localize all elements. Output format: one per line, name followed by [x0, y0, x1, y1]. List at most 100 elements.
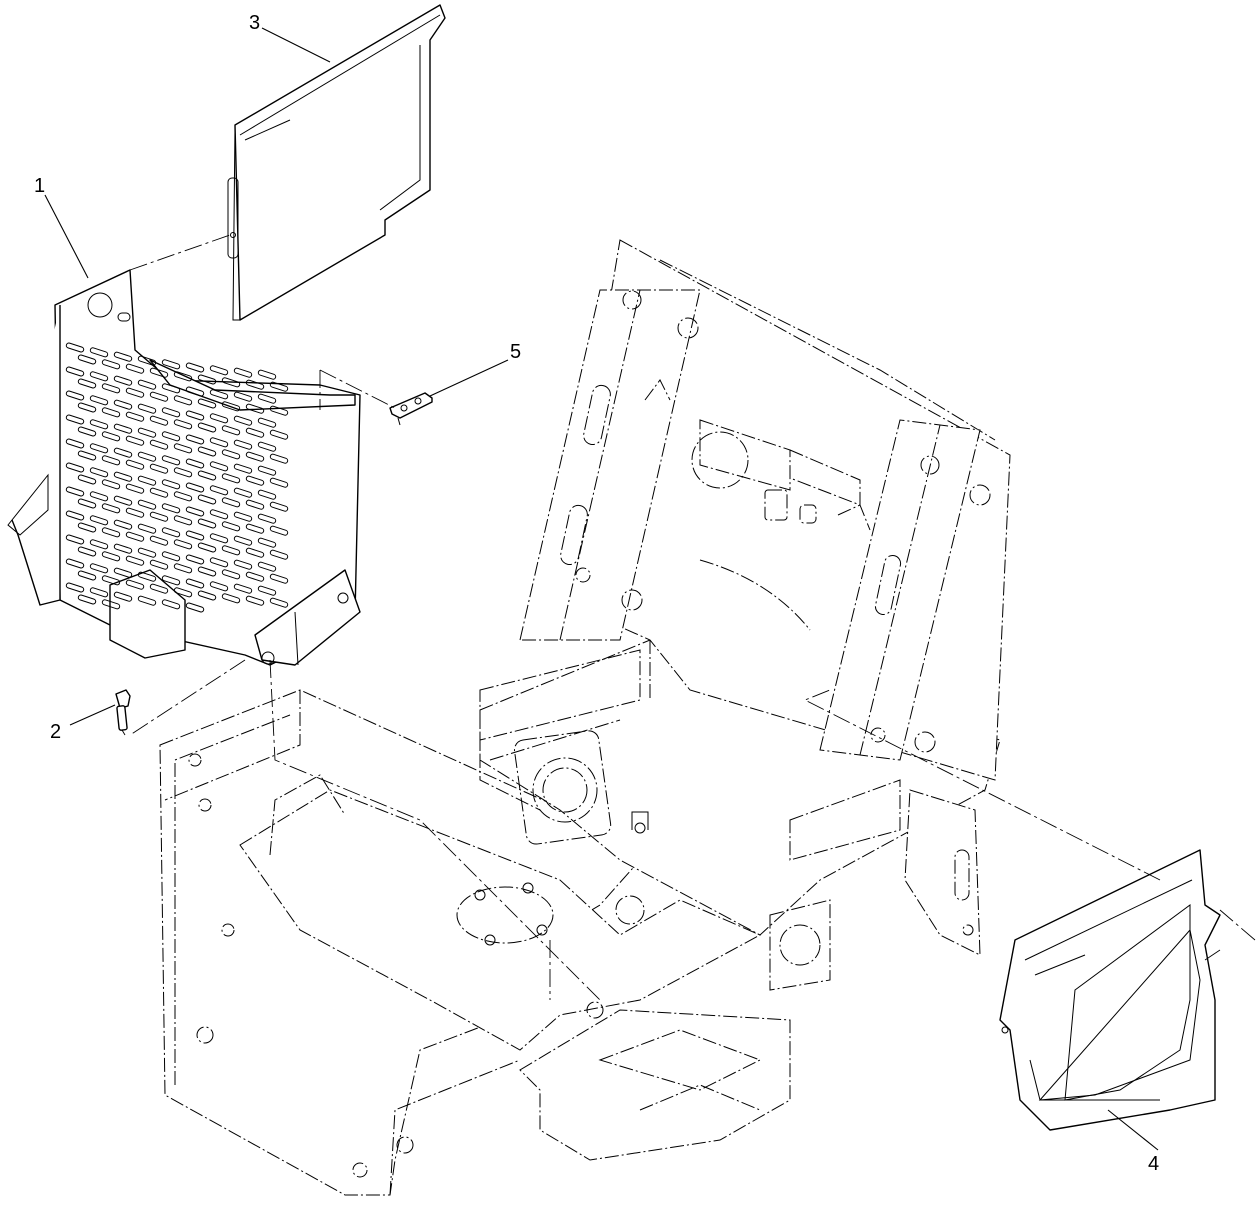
grille-slot — [257, 417, 277, 428]
grille-slot — [89, 587, 109, 598]
grille-slot — [161, 431, 181, 442]
part-1-grille-screen — [7, 269, 361, 666]
grille-slot — [221, 401, 241, 412]
grille-slot — [269, 381, 289, 392]
grille-slot — [173, 587, 193, 598]
grille-slot — [233, 391, 253, 402]
grille-slot — [185, 530, 205, 541]
grille-slot — [125, 387, 145, 398]
grille-slot — [101, 575, 121, 586]
grille-slot — [65, 390, 85, 401]
assembly-centerlines — [121, 234, 1256, 1001]
grille-slot — [125, 531, 145, 542]
grille-slot — [221, 545, 241, 556]
grille-slot — [185, 434, 205, 445]
grille-slot — [245, 571, 265, 582]
grille-slot — [257, 537, 277, 548]
callout-1: 1 — [34, 175, 45, 197]
grille-slot — [149, 439, 169, 450]
grille-slot — [173, 515, 193, 526]
grille-slot — [209, 365, 229, 376]
grille-slot — [137, 379, 157, 390]
grille-slot — [185, 602, 205, 613]
grille-slot — [149, 463, 169, 474]
grille-slot — [101, 479, 121, 490]
grille-slot — [113, 423, 133, 434]
grille-slot — [197, 494, 217, 505]
grille-slot — [269, 573, 289, 584]
grille-slot — [233, 415, 253, 426]
grille-slot — [257, 513, 277, 524]
callout-leaders — [44, 27, 1159, 1151]
grille-slot — [65, 366, 85, 377]
grille-slot — [173, 395, 193, 406]
grille-slot — [173, 443, 193, 454]
grille-slot — [221, 497, 241, 508]
callout-3: 3 — [249, 12, 260, 34]
callout-labels: 1 2 3 4 5 — [34, 12, 1159, 1175]
grille-slot — [101, 431, 121, 442]
grille-slot — [101, 455, 121, 466]
grille-slot — [221, 473, 241, 484]
grille-slot — [185, 410, 205, 421]
grille-slot — [125, 579, 145, 590]
grille-slot — [77, 474, 97, 485]
grille-slot — [245, 379, 265, 390]
grille-slot — [149, 511, 169, 522]
grille-slot — [209, 437, 229, 448]
grille-slot — [197, 518, 217, 529]
grille-slot — [65, 414, 85, 425]
grille-slot — [161, 503, 181, 514]
grille-slot — [149, 559, 169, 570]
grille-slot — [209, 581, 229, 592]
grille-slot — [149, 367, 169, 378]
grille-slot — [113, 375, 133, 386]
grille-slot — [185, 458, 205, 469]
grille-slot — [173, 539, 193, 550]
grille-slot — [65, 462, 85, 473]
grille-slot — [89, 491, 109, 502]
grille-slot — [77, 498, 97, 509]
grille-slot — [197, 374, 217, 385]
grille-slot — [149, 487, 169, 498]
grille-slot — [65, 510, 85, 521]
grille-slot — [245, 403, 265, 414]
grille-slot — [137, 547, 157, 558]
grille-slot — [77, 570, 97, 581]
grille-slot — [89, 419, 109, 430]
grille-slot — [245, 451, 265, 462]
grille-slot — [149, 535, 169, 546]
grille-slot — [89, 347, 109, 358]
grille-slot — [125, 483, 145, 494]
grille-slot — [233, 439, 253, 450]
grille-slot — [137, 403, 157, 414]
grille-slot — [245, 427, 265, 438]
grille-slot — [161, 383, 181, 394]
grille-slot — [221, 593, 241, 604]
grille-slot — [125, 507, 145, 518]
grille-slot — [185, 362, 205, 373]
grille-slot — [209, 533, 229, 544]
part-2-bolt — [115, 689, 131, 731]
grille-slot — [65, 582, 85, 593]
callout-4: 4 — [1148, 1153, 1159, 1175]
grille-slot — [113, 567, 133, 578]
grille-slot — [137, 523, 157, 534]
grille-slot — [209, 461, 229, 472]
grille-slot — [233, 463, 253, 474]
grille-slot — [113, 495, 133, 506]
grille-slot — [245, 475, 265, 486]
grille-slots — [65, 342, 289, 613]
grille-slot — [257, 561, 277, 572]
grille-slot — [221, 425, 241, 436]
grille-slot — [245, 499, 265, 510]
grille-slot — [197, 590, 217, 601]
grille-slot — [221, 521, 241, 532]
grille-slot — [233, 487, 253, 498]
grille-slot — [65, 342, 85, 353]
grille-slot — [257, 489, 277, 500]
grille-slot — [197, 542, 217, 553]
grille-slot — [77, 450, 97, 461]
grille-slot — [101, 383, 121, 394]
